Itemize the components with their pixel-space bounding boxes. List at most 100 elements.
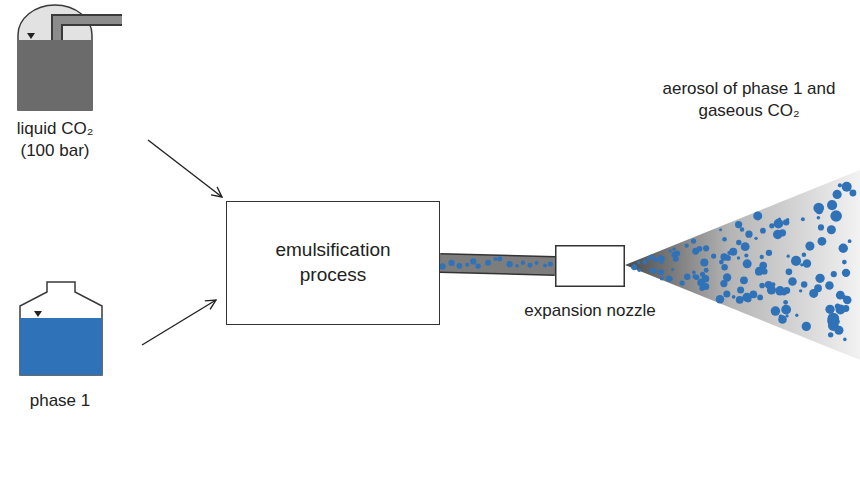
aerosol-droplet — [700, 272, 705, 277]
aerosol-droplet — [631, 264, 637, 270]
aerosol-droplet — [843, 338, 847, 342]
pipe-droplet — [515, 264, 519, 268]
aerosol-droplet — [700, 258, 708, 266]
co2-cylinder: liquid CO₂ (100 bar) — [10, 2, 130, 167]
aerosol-droplet — [766, 250, 772, 256]
pipe-droplet — [543, 263, 547, 267]
pipe-droplet — [465, 263, 469, 267]
aerosol-droplet — [754, 237, 757, 240]
aerosol-droplet — [725, 255, 731, 261]
aerosol-droplet — [805, 242, 814, 251]
aerosol-droplet — [692, 248, 699, 255]
aerosol-droplet — [711, 253, 716, 258]
flow-arrow — [148, 140, 222, 197]
aerosol-droplet — [835, 319, 840, 324]
aerosol-droplet — [727, 251, 731, 255]
aerosol-droplet — [778, 217, 781, 220]
aerosol-droplet — [836, 305, 846, 315]
aerosol-droplet — [666, 276, 672, 282]
pipe-droplet — [497, 256, 502, 261]
aerosol-droplet — [757, 295, 763, 301]
pipe-droplet — [448, 260, 454, 266]
aerosol-droplet — [740, 276, 748, 284]
aerosol-droplet — [732, 295, 736, 299]
aerosol-droplet — [802, 252, 807, 257]
aerosol-droplet — [838, 183, 842, 187]
part-label: phase 1 — [15, 390, 105, 412]
aerosol-droplet — [831, 271, 837, 277]
aerosol-droplet — [760, 255, 764, 259]
aerosol-droplet — [750, 291, 758, 299]
pipe-droplet — [475, 263, 480, 268]
aerosol-droplet — [827, 225, 836, 234]
aerosol-droplet — [833, 190, 842, 199]
aerosol-droplet — [672, 248, 675, 251]
expansion-nozzle-outline — [555, 245, 625, 287]
aerosol-droplet — [802, 322, 811, 331]
aerosol-droplet — [737, 256, 740, 259]
aerosol-droplet — [743, 259, 752, 268]
aerosol-droplet — [658, 255, 665, 262]
aerosol-droplet — [736, 296, 744, 304]
pipe-droplet — [528, 263, 533, 268]
aerosol-droplet — [767, 285, 776, 294]
aerosol-droplet — [716, 295, 724, 303]
aerosol-droplet — [671, 268, 674, 271]
aerosol-droplet — [834, 326, 843, 335]
aerosol-droplet — [653, 257, 658, 262]
aerosol-droplet — [755, 267, 763, 275]
pipe-droplet — [521, 260, 525, 264]
pipe-droplet — [493, 257, 497, 261]
aerosol-droplet — [843, 296, 852, 305]
aerosol-droplet — [722, 237, 727, 242]
aerosol-droplet — [679, 280, 684, 285]
aerosol-droplet — [817, 216, 821, 220]
aerosol-droplet — [827, 200, 837, 210]
aerosol-droplet — [704, 268, 709, 273]
aerosol-droplet — [660, 277, 664, 281]
aerosol-droplet — [685, 244, 689, 248]
pipe-droplet — [456, 263, 462, 269]
aerosol-droplet — [740, 227, 744, 231]
aerosol-droplet — [783, 287, 790, 294]
aerosol-droplet — [799, 289, 802, 292]
aerosol-droplet — [637, 268, 641, 272]
pipe-droplet — [485, 260, 491, 266]
aerosol-droplet — [719, 260, 724, 265]
aerosol-droplet — [801, 217, 805, 221]
aerosol-droplet — [736, 240, 741, 245]
aerosol-droplet — [787, 255, 790, 258]
aerosol-droplet — [771, 306, 780, 315]
aerosol-droplet — [848, 239, 852, 243]
aerosol-droplet — [830, 210, 842, 222]
aerosol-droplet — [818, 237, 827, 246]
aerosol-droplet — [723, 273, 731, 281]
process-box: emulsification process — [226, 201, 440, 325]
aerosol-droplet — [721, 264, 727, 270]
aerosol-droplet — [755, 268, 763, 276]
aerosol-droplet — [637, 261, 640, 264]
aerosol-droplet — [753, 211, 762, 220]
flow-arrow — [142, 300, 216, 345]
aerosol-droplet — [669, 249, 672, 252]
aerosol-droplet — [842, 269, 850, 277]
aerosol-droplet — [833, 211, 838, 216]
aerosol-droplet — [829, 203, 835, 209]
pipe-droplet — [535, 261, 539, 265]
aerosol-droplet — [791, 256, 801, 266]
aerosol-droplet — [692, 271, 696, 275]
aerosol-droplet — [783, 300, 788, 305]
aerosol-droplet — [658, 269, 664, 275]
aerosol-droplet — [786, 218, 789, 221]
aerosol-droplet — [803, 259, 812, 268]
aerosol-droplet — [719, 228, 722, 231]
part-label: aerosol of phase 1 and gaseous CO₂ — [643, 78, 855, 122]
aerosol-droplet — [827, 313, 839, 325]
aerosol-droplet — [781, 305, 791, 315]
aerosol-spray: aerosol of phase 1 and gaseous CO₂ — [625, 70, 860, 370]
expansion-nozzle: expansion nozzle — [555, 245, 625, 287]
aerosol-droplet — [818, 224, 824, 230]
aerosol-droplet — [795, 314, 798, 317]
aerosol-droplet — [839, 244, 848, 253]
aerosol-droplet — [702, 283, 709, 290]
